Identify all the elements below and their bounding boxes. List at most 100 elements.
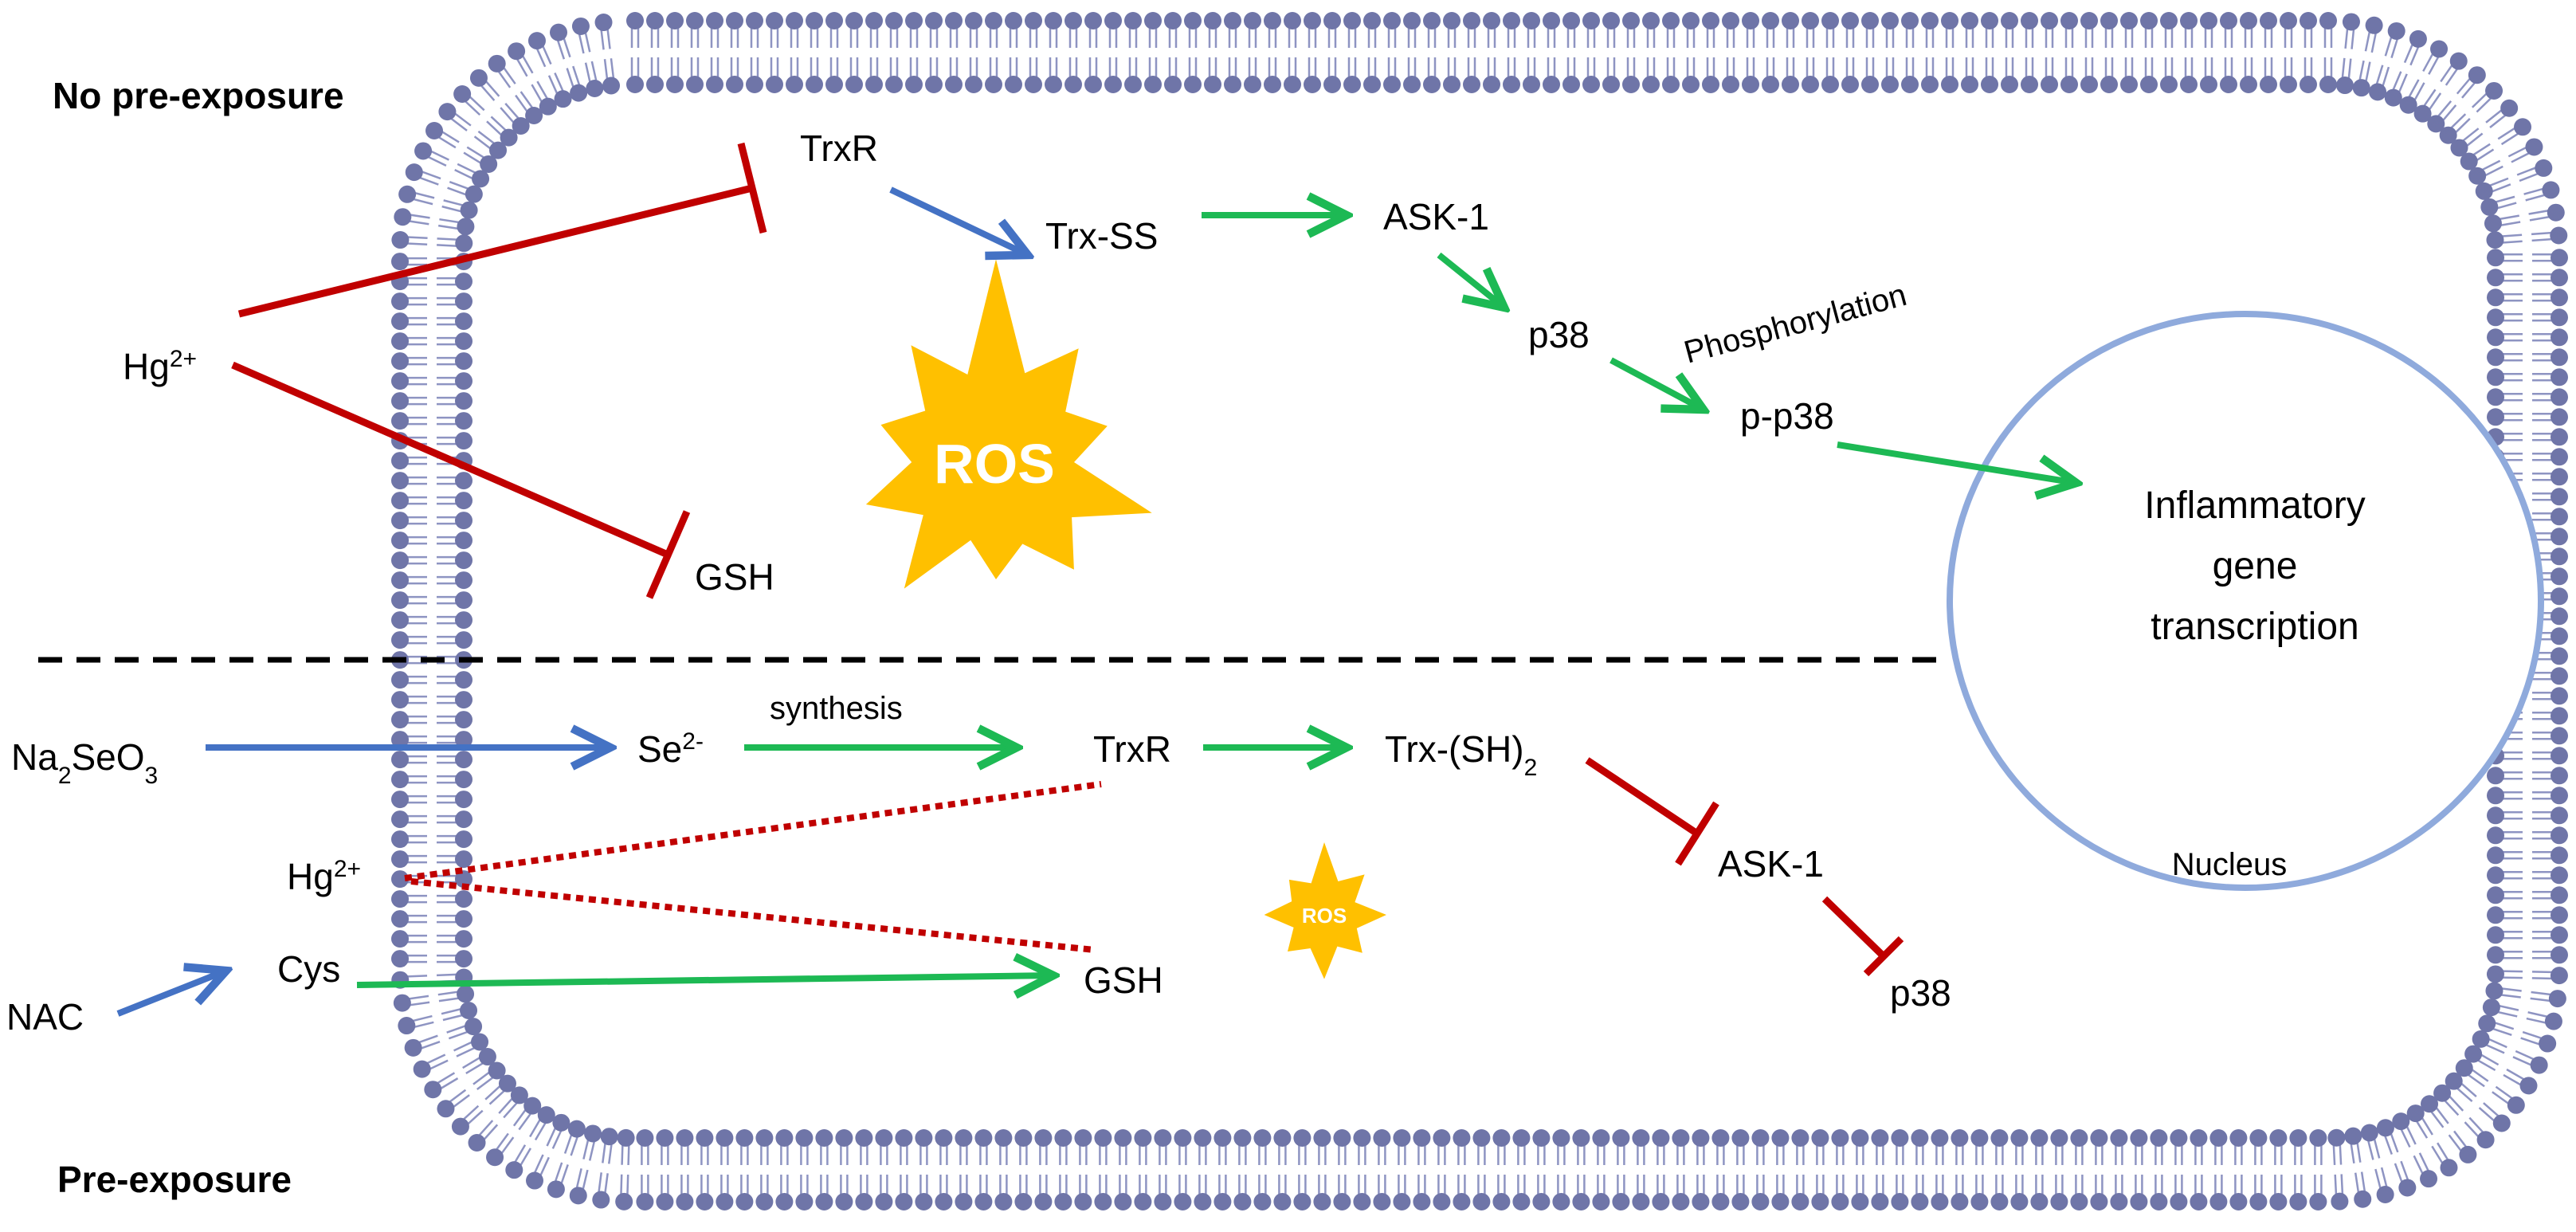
lipid-head [835, 1193, 853, 1210]
lipid-head [955, 1193, 973, 1210]
lipid-head [1851, 1129, 1869, 1147]
lipid-head [1383, 76, 1401, 93]
lipid-head [1961, 76, 1978, 93]
lipid-head [1383, 12, 1401, 29]
lipid-head [955, 1129, 973, 1147]
lipid-head [786, 76, 803, 93]
lipid-head [488, 54, 506, 73]
lipid-head [2551, 866, 2568, 885]
lipid-head [1751, 1129, 1770, 1147]
cys-to-gsh-arrow [356, 975, 1053, 985]
lipid-head [1572, 1193, 1590, 1210]
lipid-head [391, 253, 409, 271]
lipid-head [2421, 1095, 2439, 1113]
lipid-head [567, 1120, 586, 1138]
lipid-head [391, 870, 409, 889]
lipid-head [1463, 76, 1480, 93]
lipid-head [2551, 727, 2568, 745]
lipid-head [2376, 1186, 2394, 1204]
lipid-head [2500, 99, 2519, 117]
lipid-head [1981, 76, 1998, 93]
lipid-head [2439, 126, 2457, 144]
lipid-head [537, 1106, 555, 1124]
lipid-head [2551, 288, 2568, 307]
lipid-head [2551, 906, 2568, 924]
lipid-head [666, 12, 684, 29]
lipid-head [1054, 1129, 1072, 1147]
lipid-head [2427, 115, 2445, 133]
trxr-to-trxss-arrow [889, 186, 1028, 255]
lipid-head [1253, 1129, 1272, 1147]
lipid-head [2487, 906, 2504, 924]
lipid-head [2001, 12, 2018, 29]
lipid-head [1503, 76, 1520, 93]
lipid-head [414, 142, 433, 160]
lipid-head [465, 185, 483, 203]
lipid-head [455, 292, 472, 311]
lipid-head [617, 1128, 635, 1147]
lipid-head [2460, 152, 2478, 171]
lipid-head [1472, 1193, 1491, 1210]
lipid-head [2342, 13, 2360, 31]
lipid-head [2486, 965, 2504, 983]
lipid-head [2130, 1129, 2148, 1147]
lipid-head [391, 452, 409, 470]
lipid-head [2492, 1114, 2511, 1132]
lipid-head [2551, 428, 2568, 446]
hg-gsh-dotted [410, 878, 1096, 953]
lipid-head [1871, 1193, 1889, 1210]
lipid-head [875, 1129, 893, 1147]
lipid-head [1323, 12, 1341, 29]
lipid-head [935, 1129, 953, 1147]
lipid-head [2551, 667, 2568, 685]
lipid-head [2150, 1193, 2168, 1210]
lipid-head [835, 1129, 853, 1147]
lipid-head [925, 12, 943, 29]
lipid-head [2344, 1127, 2362, 1145]
lipid-head [696, 1129, 714, 1147]
lipid-head [1552, 1193, 1570, 1210]
lipid-head [1782, 12, 1799, 29]
lipid-head [1682, 12, 1700, 29]
lipid-head [1045, 12, 1062, 29]
lipid-head [1233, 1193, 1252, 1210]
lipid-head [1612, 1129, 1630, 1147]
lipid-head [646, 76, 664, 93]
lipid-head [1094, 1193, 1112, 1210]
lipid-head [1363, 12, 1381, 29]
lipid-head [2551, 747, 2568, 765]
lipid-head [2229, 1129, 2248, 1147]
lipid-head [2030, 1193, 2049, 1210]
lipid-head [2090, 1129, 2108, 1147]
lipid-head [455, 273, 472, 291]
lipid-head [2130, 1193, 2148, 1210]
lipid-head [1084, 12, 1102, 29]
lipid-head [2440, 1159, 2458, 1177]
lipid-head [2487, 388, 2504, 406]
lipid-head [1313, 1129, 1331, 1147]
lipid-head [2229, 1193, 2248, 1210]
lipid-head [2120, 76, 2138, 93]
lipid-head [1990, 1193, 2009, 1210]
lipid-head [1194, 1193, 1212, 1210]
lipid-head [424, 1081, 442, 1099]
lipid-head [1692, 1193, 1710, 1210]
synthesis-label: synthesis [770, 691, 903, 726]
lipid-head [1025, 76, 1042, 93]
lipid-head [1722, 76, 1739, 93]
lipid-head [1642, 12, 1660, 29]
lipid-head [2200, 76, 2217, 93]
lipid-head [2487, 269, 2504, 287]
lipid-head [2487, 926, 2504, 944]
nac-label: NAC [6, 996, 84, 1038]
lipid-head [686, 12, 704, 29]
lipid-head [2140, 12, 2158, 29]
lipid-head [2478, 1014, 2496, 1033]
lipid-head [755, 1129, 774, 1147]
lipid-head [1034, 1129, 1053, 1147]
lipid-head [1014, 1193, 1033, 1210]
lipid-head [2398, 1179, 2417, 1197]
lipid-head [1413, 1193, 1431, 1210]
nac-to-cys-arrow [116, 971, 226, 1017]
ask1-inhibits-p38-bar [1863, 936, 1904, 977]
